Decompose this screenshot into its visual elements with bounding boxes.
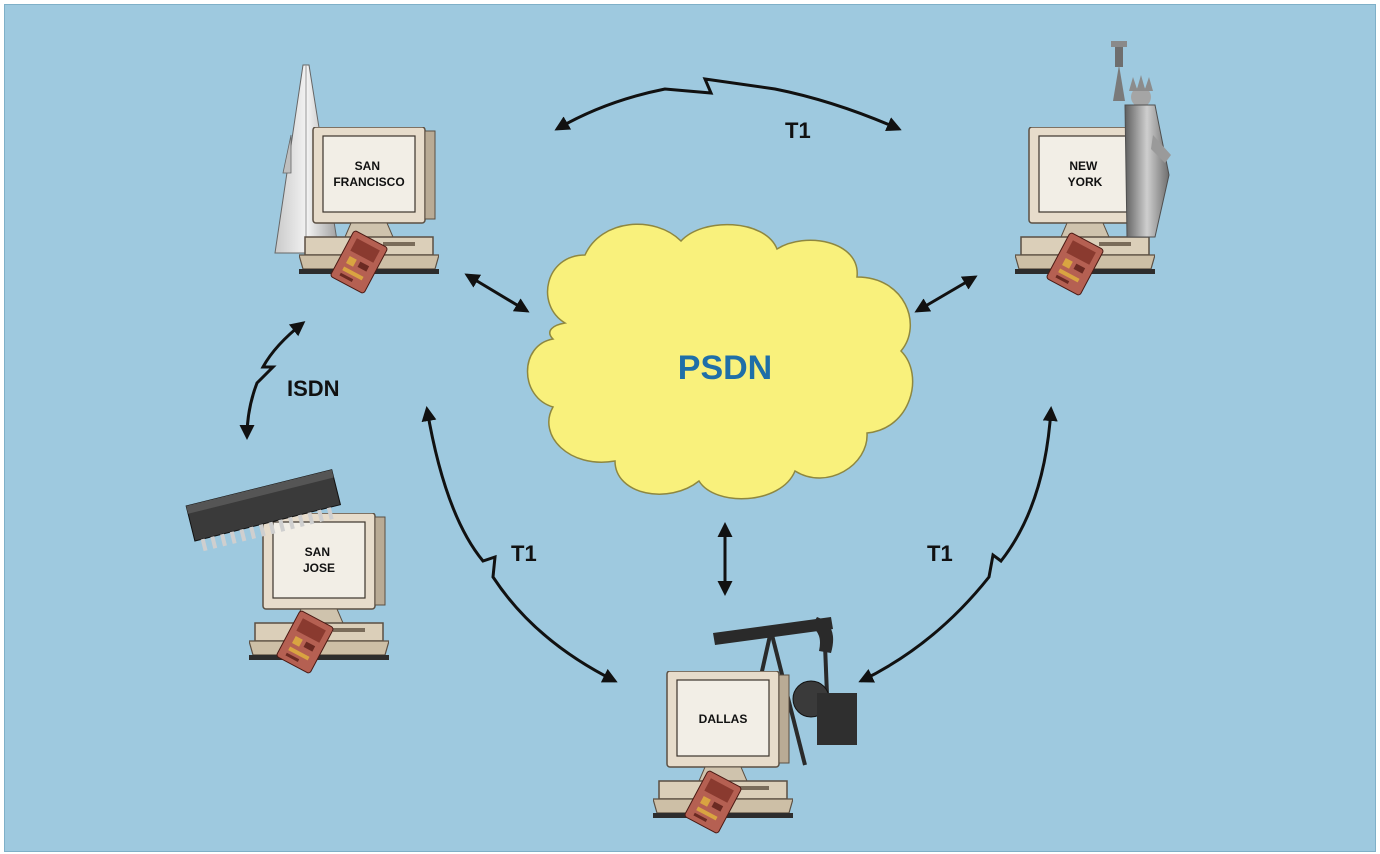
link-sf-sj	[239, 321, 306, 440]
site-label-new-york: NEW YORK	[1068, 159, 1103, 189]
link-cloud-ny	[914, 275, 978, 313]
link-label-sf-ny: T1	[785, 118, 811, 143]
link-label-sf-dal: T1	[511, 541, 537, 566]
site-san-francisco: SAN FRANCISCO	[274, 64, 439, 295]
link-label-sf-sj: ISDN	[287, 376, 340, 401]
site-san-jose: SAN JOSE	[185, 469, 389, 675]
site-dallas: DALLAS	[653, 617, 857, 835]
site-label-dallas: DALLAS	[699, 712, 748, 726]
link-sf-dal	[421, 406, 618, 683]
statue-of-liberty-icon	[1111, 41, 1171, 238]
microchip-icon	[185, 469, 342, 552]
site-label-san-jose: SAN JOSE	[303, 545, 335, 575]
oil-pump-jack-icon	[713, 617, 857, 766]
site-new-york: NEW YORK	[1015, 41, 1171, 297]
link-ny-dal	[858, 406, 1058, 683]
cloud-label: PSDN	[678, 349, 772, 387]
link-label-ny-dal: T1	[927, 541, 953, 566]
network-diagram: T1 ISDN T1 T1 PSDN SAN FRANCISCO	[185, 41, 1171, 835]
site-label-san-francisco: SAN FRANCISCO	[333, 159, 404, 189]
link-cloud-sf	[464, 273, 530, 313]
network-diagram-frame: T1 ISDN T1 T1 PSDN SAN FRANCISCO	[4, 4, 1376, 852]
psdn-cloud: PSDN	[526, 223, 914, 500]
link-sf-ny	[554, 77, 902, 132]
